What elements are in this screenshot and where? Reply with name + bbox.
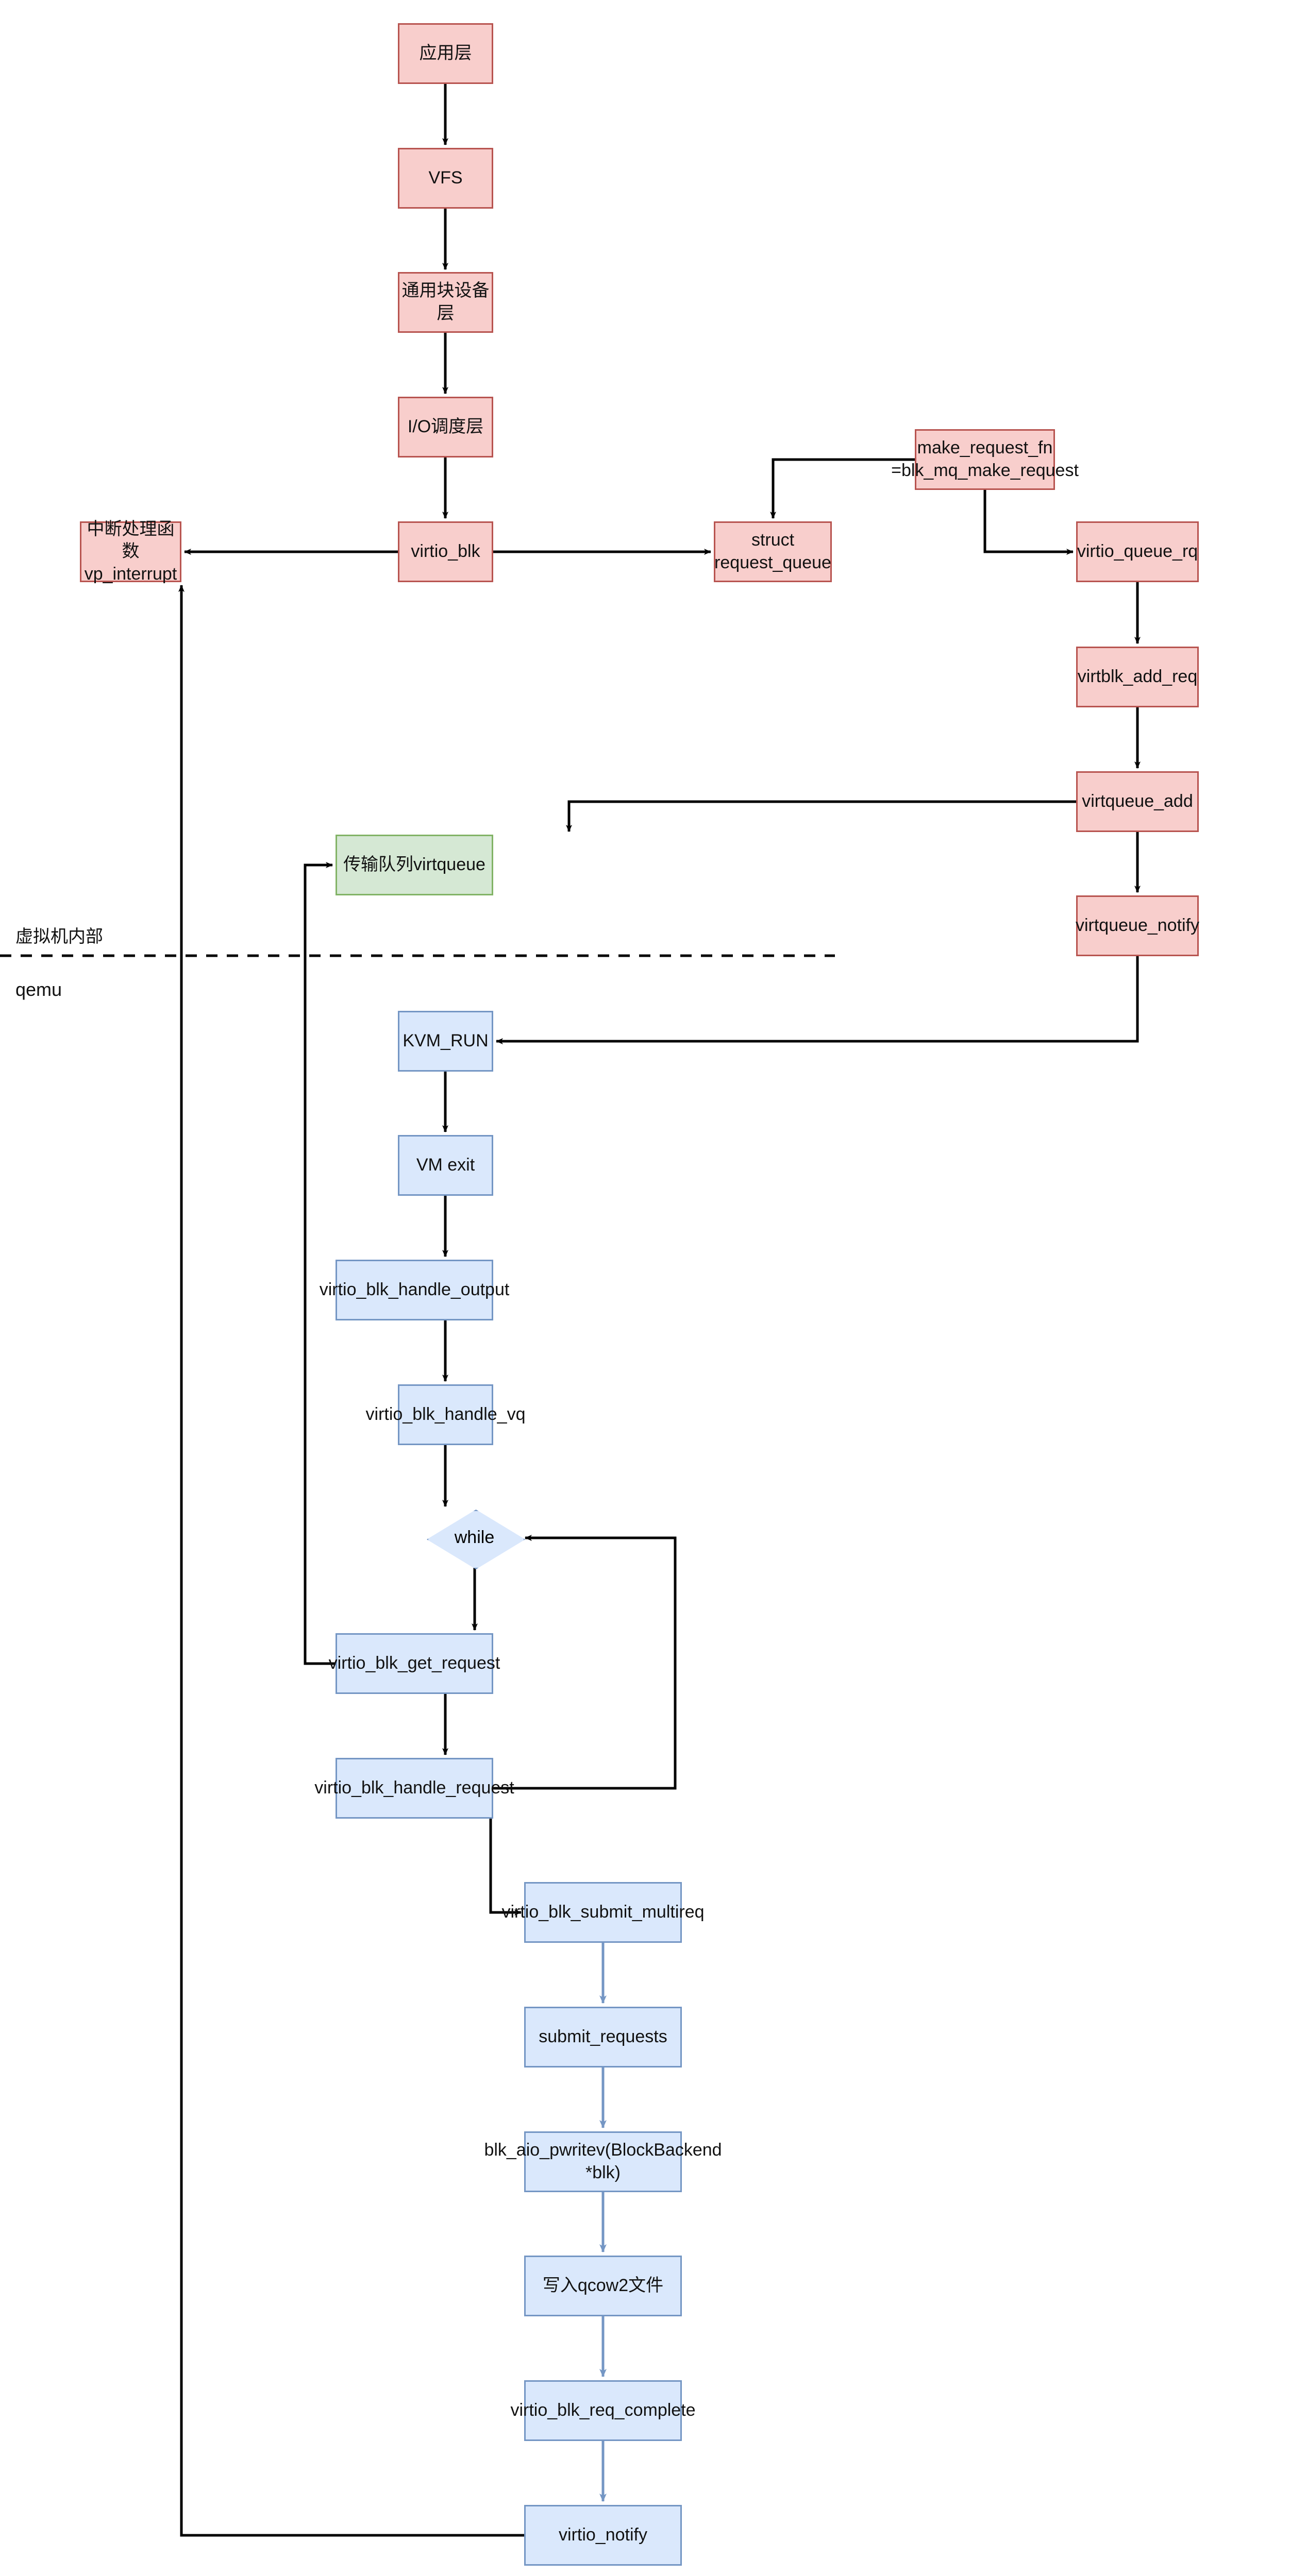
node-virtqueue[interactable]: 传输队列virtqueue (336, 835, 493, 895)
node-write-qcow2[interactable]: 写入qcow2文件 (524, 2256, 682, 2316)
node-virtqueue-label: 传输队列virtqueue (343, 855, 485, 875)
node-submit-requests-label: submit_requests (539, 2027, 667, 2047)
node-make-request-fn[interactable]: make_request_fn =blk_mq_make_request (891, 429, 1079, 490)
edge-handlerequest-submitmultireq (489, 1819, 522, 1916)
node-write-qcow2-label: 写入qcow2文件 (542, 2276, 664, 2296)
node-kvm-run[interactable]: KVM_RUN (398, 1011, 493, 1072)
node-virtblk-add-req[interactable]: virtblk_add_req (1076, 647, 1199, 707)
node-handle-request-label: virtio_blk_handle_request (314, 1778, 514, 1798)
node-blk-aio-pwritev[interactable]: blk_aio_pwritev(BlockBackend *blk) (484, 2131, 722, 2192)
node-virtblk-add-req-label: virtblk_add_req (1077, 667, 1198, 687)
node-req-complete-label: virtio_blk_req_complete (510, 2400, 696, 2420)
node-virtqueue-add-label: virtqueue_add (1082, 791, 1193, 811)
node-handle-vq[interactable]: virtio_blk_handle_vq (366, 1384, 526, 1445)
node-vfs[interactable]: VFS (398, 148, 493, 209)
node-while-decision[interactable]: while (427, 1510, 525, 1569)
node-virtqueue-notify[interactable]: virtqueue_notify (1076, 895, 1199, 956)
node-get-request-label: virtio_blk_get_request (328, 1653, 500, 1673)
node-while-label: while (454, 1528, 495, 1548)
node-app-label: 应用层 (419, 43, 472, 63)
edge-virtqueuenotify-kvmrun (496, 956, 1139, 1044)
node-req-complete[interactable]: virtio_blk_req_complete (510, 2380, 696, 2441)
node-virtqueue-notify-label: virtqueue_notify (1075, 916, 1200, 936)
node-vm-exit[interactable]: VM exit (398, 1135, 493, 1196)
node-vfs-label: VFS (428, 168, 463, 188)
node-vp-interrupt[interactable]: 中断处理函数 vp_interrupt (80, 519, 181, 584)
node-kvm-run-label: KVM_RUN (403, 1031, 489, 1051)
node-vp-interrupt-label: 中断处理函数 vp_interrupt (84, 519, 177, 584)
node-virtio-blk[interactable]: virtio_blk (398, 521, 493, 582)
zone-label-guest: 虚拟机内部 (15, 927, 103, 946)
node-handle-request[interactable]: virtio_blk_handle_request (314, 1758, 514, 1819)
node-block-layer-label: 通用块设备层 (401, 281, 490, 323)
edge-virtqueueadd-virtqueue (566, 800, 1076, 832)
node-blk-aio-pwritev-label: blk_aio_pwritev(BlockBackend *blk) (484, 2140, 722, 2182)
zone-label-qemu: qemu (15, 979, 62, 1000)
node-handle-vq-label: virtio_blk_handle_vq (365, 1404, 526, 1425)
node-make-request-fn-label: make_request_fn =blk_mq_make_request (891, 438, 1079, 480)
node-virtio-blk-label: virtio_blk (411, 541, 480, 562)
node-virtio-notify-label: virtio_notify (559, 2525, 647, 2545)
node-request-queue[interactable]: struct request_queue (714, 521, 832, 582)
node-request-queue-label: struct request_queue (714, 530, 831, 572)
node-vm-exit-label: VM exit (416, 1155, 475, 1175)
edge-getrequest-virtqueue (304, 862, 336, 1665)
node-submit-multireq[interactable]: virtio_blk_submit_multireq (501, 1882, 705, 1943)
node-handle-output[interactable]: virtio_blk_handle_output (320, 1260, 509, 1320)
edge-makerequestfn-virtioqueuerq (983, 490, 1074, 555)
node-io-scheduler-label: I/O调度层 (407, 417, 484, 437)
node-handle-output-label: virtio_blk_handle_output (319, 1280, 510, 1300)
node-io-scheduler[interactable]: I/O调度层 (398, 397, 493, 457)
node-block-layer[interactable]: 通用块设备层 (398, 272, 493, 333)
node-virtio-queue-rq[interactable]: virtio_queue_rq (1076, 521, 1199, 582)
node-virtqueue-add[interactable]: virtqueue_add (1076, 771, 1199, 832)
node-virtio-notify[interactable]: virtio_notify (524, 2505, 682, 2566)
node-virtio-queue-rq-label: virtio_queue_rq (1077, 541, 1198, 562)
node-get-request[interactable]: virtio_blk_get_request (329, 1633, 500, 1694)
node-app[interactable]: 应用层 (398, 23, 493, 84)
node-submit-requests[interactable]: submit_requests (524, 2007, 682, 2067)
edge-handlerequest-while (493, 1535, 677, 1790)
node-submit-multireq-label: virtio_blk_submit_multireq (501, 1902, 705, 1922)
